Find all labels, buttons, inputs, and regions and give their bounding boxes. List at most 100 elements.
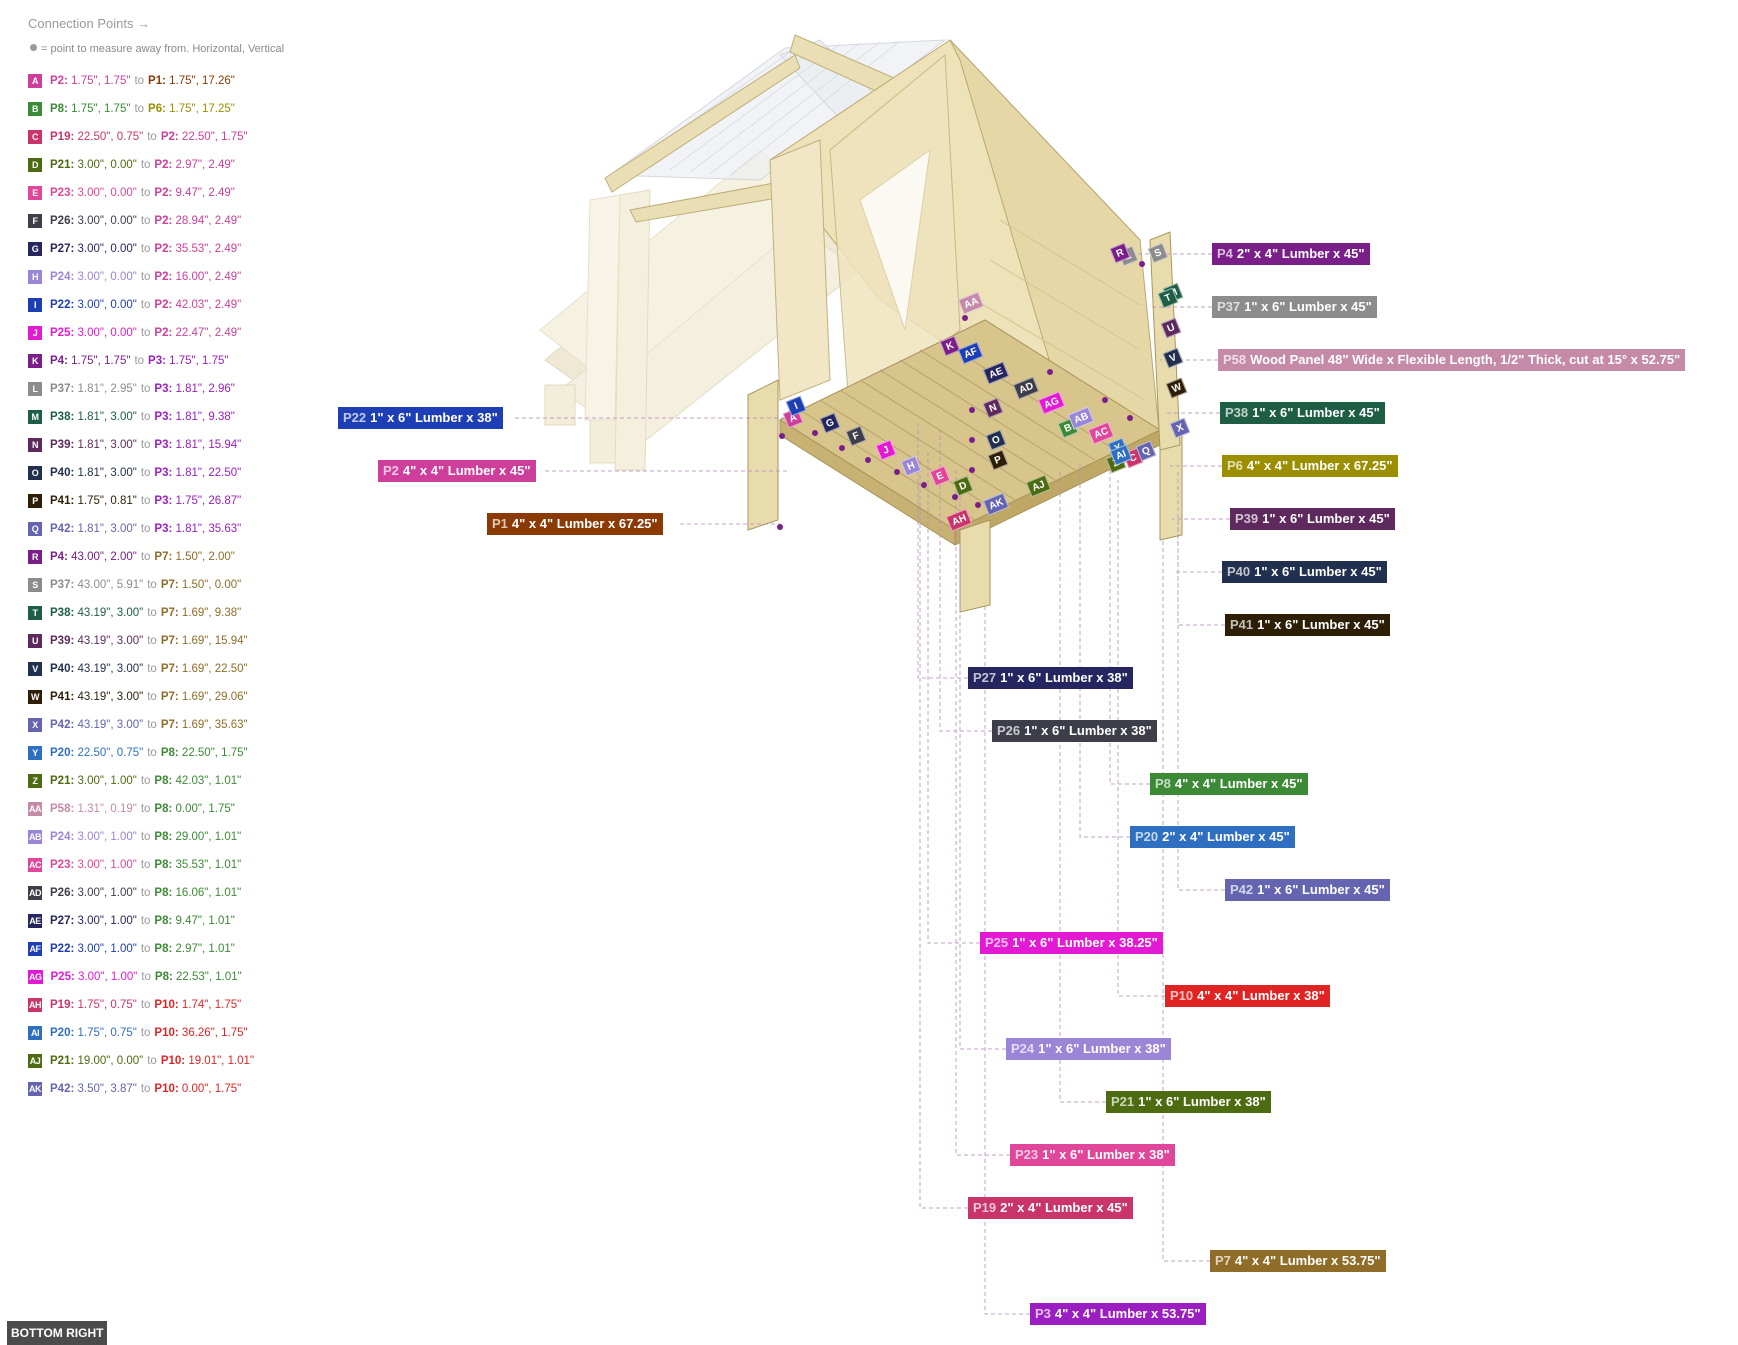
connection-code-badge: AG (28, 970, 43, 984)
connection-code-badge: S (28, 578, 42, 592)
target-value: 1.81", 22.50" (175, 467, 242, 479)
target-part: P2: (154, 243, 173, 255)
from-value: 1.81", 3.00" (77, 523, 137, 535)
target-part: P3: (154, 467, 173, 479)
from-value: 43.19", 3.00" (77, 691, 144, 703)
part-description: 1" x 6" Lumber x 38" (1038, 1041, 1166, 1056)
from-part: P27: (50, 915, 75, 927)
view-bottom-right-button[interactable]: BOTTOM RIGHT (7, 1321, 108, 1345)
from-part: P39: (50, 635, 75, 647)
connection-code-badge: F (28, 214, 42, 228)
target-value: 1.75", 17.26" (169, 75, 235, 87)
to-word: to (140, 383, 151, 395)
to-word: to (147, 607, 157, 619)
connection-code-badge: D (28, 158, 42, 172)
from-part: P38: (50, 411, 75, 423)
from-part: P38: (50, 607, 75, 619)
connection-code-badge: J (28, 326, 42, 340)
from-value: 3.00", 0.00" (77, 159, 137, 171)
to-word: to (140, 327, 151, 339)
connection-points-legend: Connection Points → = point to measure a… (28, 16, 358, 1103)
target-value: 36.26", 1.75" (181, 1027, 248, 1039)
legend-title[interactable]: Connection Points → (28, 16, 151, 31)
wall-a-frame (769, 39, 1161, 441)
connection-code-badge: U (28, 634, 42, 648)
target-part: P3: (154, 495, 173, 507)
part-description: Wood Panel 48" Wide x Flexible Length, 1… (1250, 352, 1681, 367)
connection-code-badge: I (28, 298, 42, 312)
target-part: P7: (160, 607, 179, 619)
from-value: 1.75", 1.75" (71, 75, 131, 87)
connection-code-badge: C (28, 130, 42, 144)
target-part: P8: (154, 971, 173, 983)
part-id: P42 (1230, 882, 1254, 897)
connection-code-badge: AC (28, 858, 42, 872)
part-description: 4" x 4" Lumber x 67.25" (1246, 458, 1393, 473)
part-description: 4" x 4" Lumber x 38" (1197, 988, 1325, 1003)
